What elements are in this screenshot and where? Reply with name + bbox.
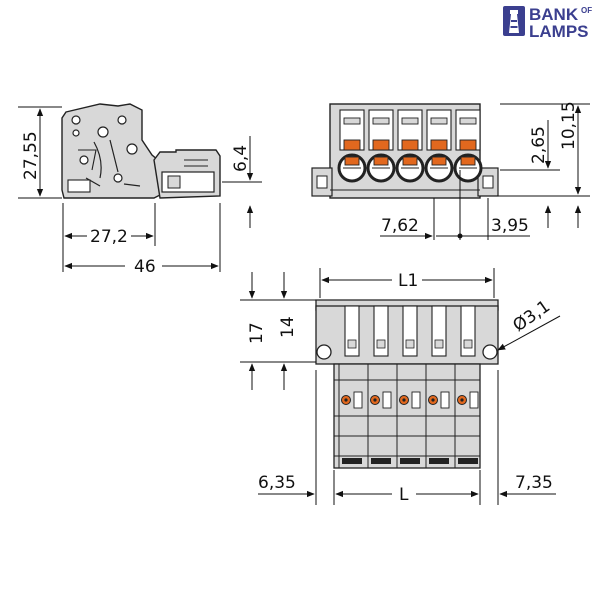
dim-bottom-left: 6,35	[258, 473, 296, 493]
dim-top-hole: Ø3,1	[509, 297, 554, 337]
dim-side-height: 27,55	[21, 131, 41, 180]
bank-of-lamps-logo: BANK OF LAMPS	[503, 5, 592, 41]
dim-front-pitch: 7,62	[381, 216, 419, 236]
top-view-dimensions: L1 17 14 Ø3,1 6,35 L 7,35	[240, 268, 561, 505]
top-pole	[454, 305, 479, 468]
dim-side-offset: 6,4	[231, 145, 251, 172]
front-pole	[453, 109, 483, 183]
dim-front-offset: 3,95	[491, 216, 529, 236]
side-view-body	[61, 103, 161, 199]
dim-front-total: 10,15	[559, 101, 579, 150]
dim-side-depth: 27,2	[90, 227, 128, 247]
front-pole	[395, 109, 425, 183]
front-pole	[337, 109, 367, 183]
lighthouse-icon	[503, 6, 525, 36]
dim-front-small: 2,65	[529, 126, 549, 164]
dim-bottom-right: 7,35	[515, 473, 553, 493]
front-pole	[366, 109, 396, 183]
front-view-dimensions: 2,65 10,15 7,62 3,95	[380, 101, 590, 240]
logo-line1: BANK	[529, 5, 579, 24]
top-pole	[396, 305, 421, 468]
side-view	[61, 103, 221, 199]
dim-top-l1: L1	[398, 271, 418, 291]
logo-line2: LAMPS	[529, 22, 589, 41]
top-pole	[367, 305, 392, 468]
front-view-poles	[337, 109, 483, 183]
top-pole	[338, 305, 363, 468]
top-view-poles	[338, 305, 479, 468]
dim-top-17: 17	[247, 322, 267, 344]
dim-top-14: 14	[278, 316, 298, 338]
top-pole	[425, 305, 450, 468]
side-view-dimensions: 27,55 27,2 46 6,4	[18, 106, 262, 277]
front-pole	[424, 109, 454, 183]
dim-side-length: 46	[134, 257, 156, 277]
logo-of: OF	[581, 6, 592, 15]
dim-bottom-l: L	[399, 485, 409, 505]
